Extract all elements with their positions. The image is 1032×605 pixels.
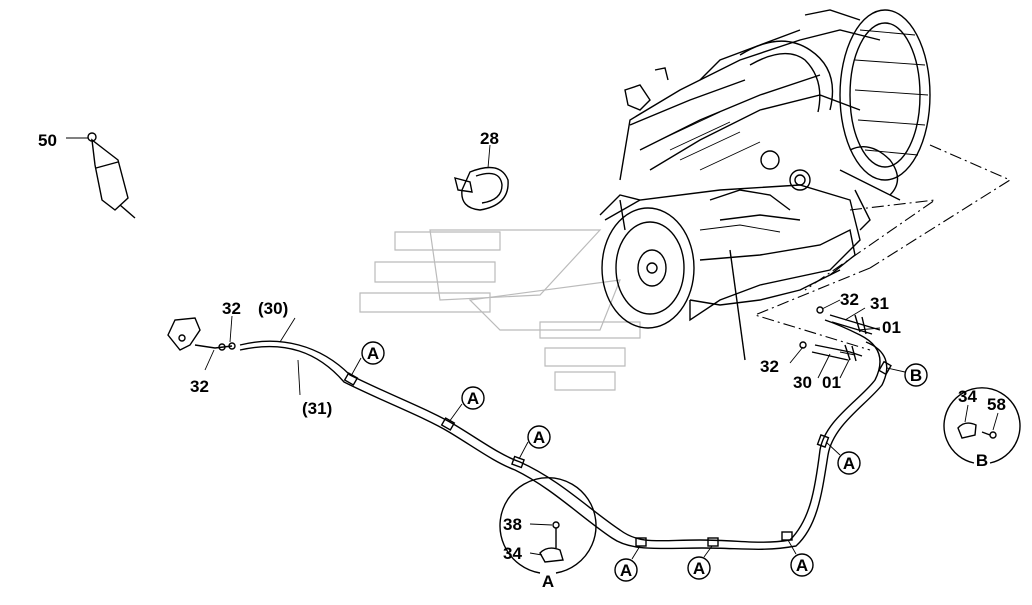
svg-text:A: A xyxy=(620,561,632,580)
callout-30-paren: (30) xyxy=(258,299,288,318)
callout-32-a: 32 xyxy=(222,299,241,318)
callout-31-paren: (31) xyxy=(302,399,332,418)
svg-text:A: A xyxy=(843,454,855,473)
callout-01-b: 01 xyxy=(822,373,841,392)
marker-a-7: A xyxy=(790,553,814,577)
part-50-unit xyxy=(66,132,136,219)
callout-34-a: 34 xyxy=(503,544,522,563)
callout-28: 28 xyxy=(480,129,499,148)
watermark-logo xyxy=(359,229,641,391)
marker-a-5: A xyxy=(614,558,638,582)
callout-31: 31 xyxy=(870,294,889,313)
callout-58: 58 xyxy=(987,395,1006,414)
marker-a-4: A xyxy=(837,451,861,475)
detail-b: B xyxy=(943,387,1021,470)
callout-01-a: 01 xyxy=(882,318,901,337)
detail-a-label: A xyxy=(542,572,554,591)
callout-34-b: 34 xyxy=(958,387,977,406)
svg-text:A: A xyxy=(467,389,479,408)
svg-text:A: A xyxy=(533,428,545,447)
marker-a-1: A xyxy=(361,341,385,365)
svg-text:B: B xyxy=(910,366,922,385)
callout-32-c: 32 xyxy=(840,290,859,309)
bracket-left xyxy=(167,315,236,371)
callout-32-b: 32 xyxy=(190,377,209,396)
callout-38: 38 xyxy=(503,515,522,534)
callout-30: 30 xyxy=(793,373,812,392)
marker-a-6: A xyxy=(687,556,711,580)
callout-32-d: 32 xyxy=(760,357,779,376)
marker-a-3: A xyxy=(527,425,551,449)
marker-a-2: A xyxy=(461,386,485,410)
detail-b-label: B xyxy=(976,451,988,470)
leader-lines xyxy=(753,144,1012,351)
svg-text:A: A xyxy=(796,556,808,575)
svg-text:A: A xyxy=(367,344,379,363)
engine-assembly xyxy=(599,9,931,361)
detail-a: A xyxy=(499,476,597,591)
hose-assembly xyxy=(239,299,892,550)
part-28-clamp xyxy=(454,144,509,211)
svg-text:A: A xyxy=(693,559,705,578)
marker-b-1: B xyxy=(904,363,928,387)
callout-50: 50 xyxy=(38,131,57,150)
